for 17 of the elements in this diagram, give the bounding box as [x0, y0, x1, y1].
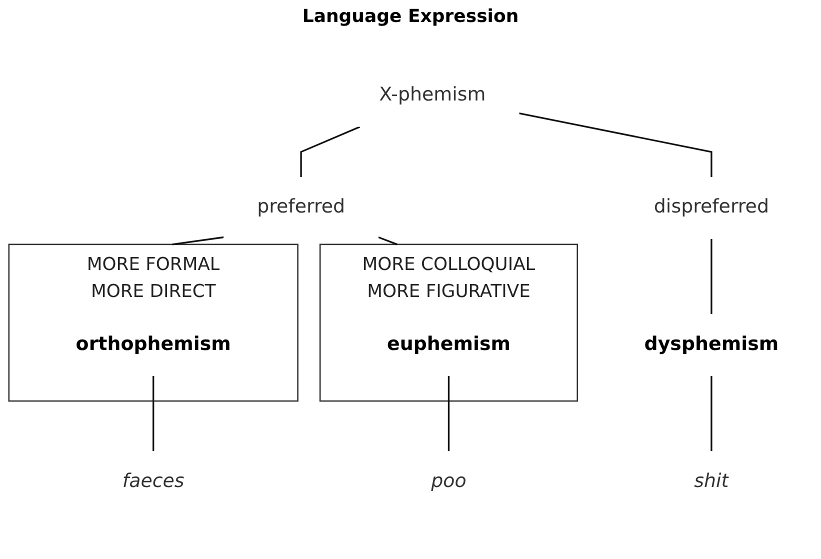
- connector: [300, 126, 360, 177]
- connector: [172, 236, 224, 246]
- connector: [152, 376, 154, 452]
- connector: [519, 112, 712, 177]
- connector: [378, 236, 398, 246]
- node-text: dispreferred: [654, 196, 769, 218]
- node-text: faeces: [122, 470, 184, 492]
- node-text: orthophemism: [76, 333, 231, 356]
- connector: [448, 376, 450, 452]
- node-text: euphemism: [386, 333, 510, 356]
- diagram-title: Language Expression: [301, 6, 520, 27]
- node-text: poo: [431, 470, 466, 492]
- connector: [710, 238, 712, 314]
- node-text: dysphemism: [644, 333, 779, 356]
- connector: [710, 376, 712, 452]
- node-text: X-phemism: [379, 84, 486, 106]
- node-text: preferred: [257, 196, 346, 218]
